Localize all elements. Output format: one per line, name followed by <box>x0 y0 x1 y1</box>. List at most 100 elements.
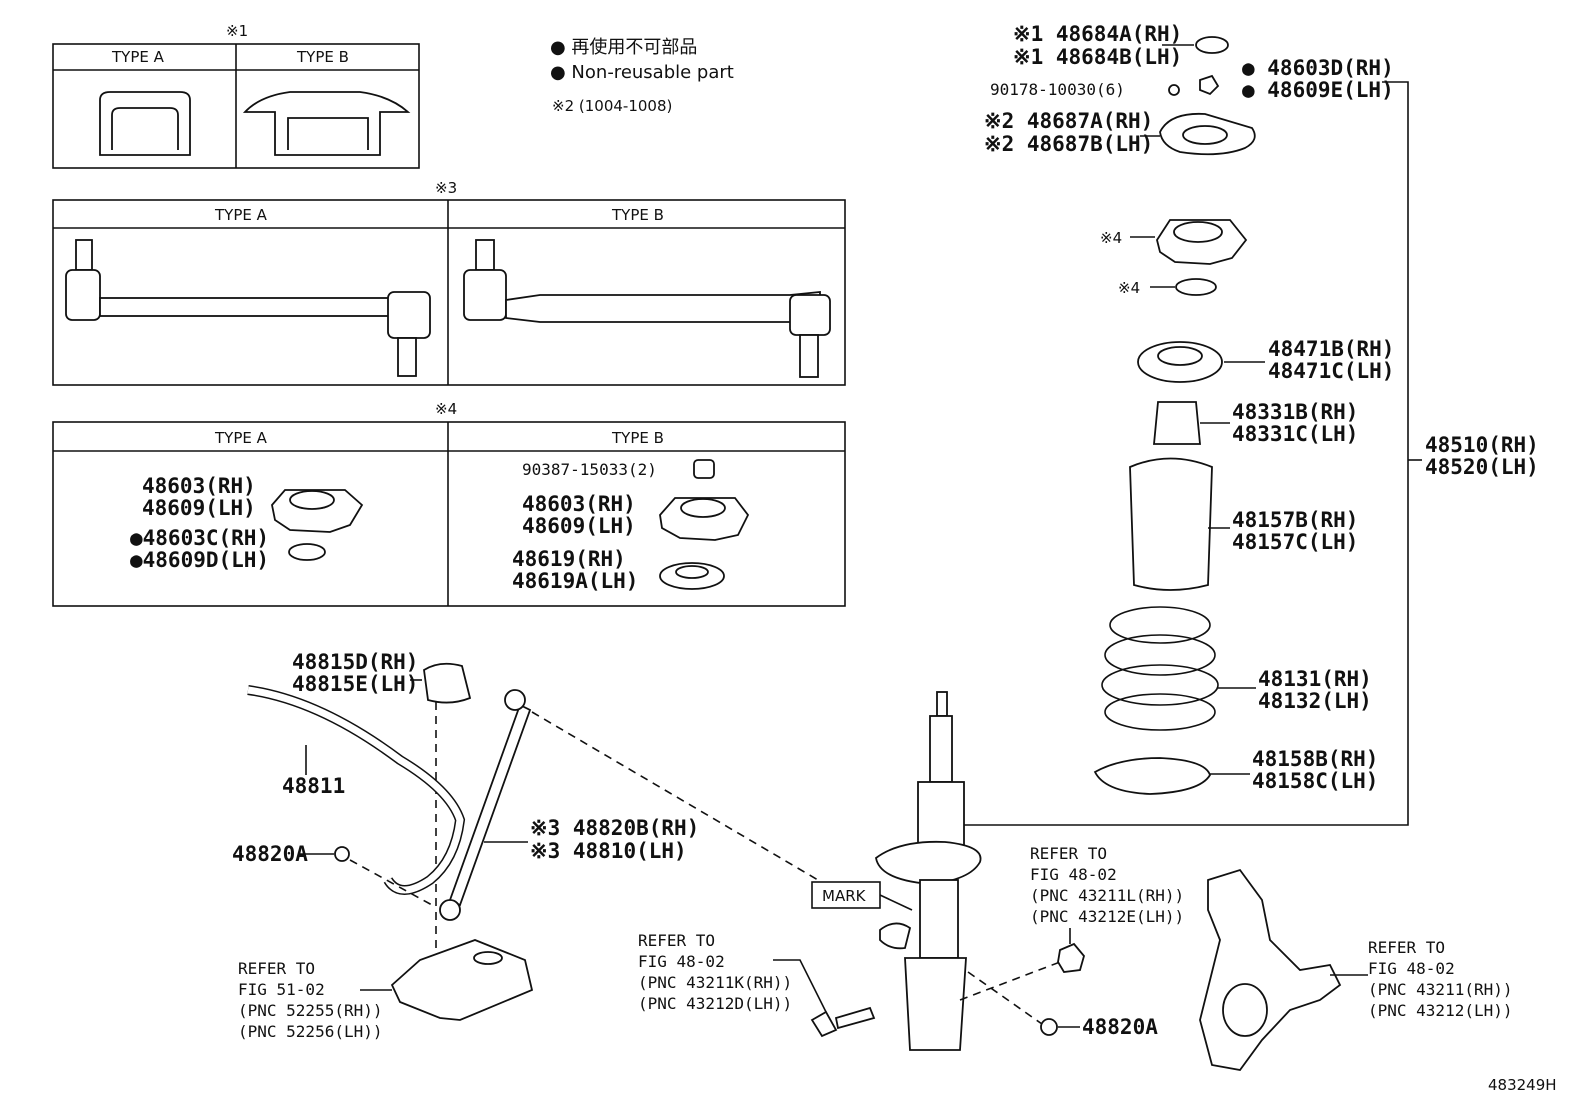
inset4-label-48619: 48619(RH) <box>512 547 626 571</box>
ref4-line2: FIG 48-02 <box>1368 959 1455 978</box>
label-48132: 48132(LH) <box>1258 689 1372 713</box>
ref4-line1: REFER TO <box>1368 938 1445 957</box>
cap-type-a-drawing <box>99 91 191 156</box>
steering-knuckle-drawing <box>1199 868 1342 1071</box>
label-48471c: 48471C(LH) <box>1268 359 1394 383</box>
label-48331b: 48331B(RH) <box>1232 400 1358 424</box>
label-48331c: 48331C(LH) <box>1232 422 1358 446</box>
inset-note1: ※1 TYPE A TYPE B <box>52 22 420 169</box>
label-note4-lower: ※4 <box>1118 279 1140 297</box>
nut-90178-drawing <box>1168 84 1180 96</box>
ref-fig-48-02-nut: REFER TO FIG 48-02 (PNC 43211L(RH)) (PNC… <box>959 844 1184 1001</box>
inset-note1-type-a: TYPE A <box>111 48 165 66</box>
inset4-label-48603-b: 48603(RH) <box>522 492 636 516</box>
boot-drawing <box>1129 457 1213 591</box>
label-48157c: 48157C(LH) <box>1232 530 1358 554</box>
nut-48820a-right-drawing <box>1040 1018 1058 1036</box>
ref1-line1: REFER TO <box>1030 844 1107 863</box>
label-48820a-right: 48820A <box>1082 1015 1158 1039</box>
inset4-label-48609: 48609(LH) <box>142 496 256 520</box>
bushing-drawing <box>423 662 472 704</box>
inset-note3-type-b: TYPE B <box>611 206 664 224</box>
label-48158c: 48158C(LH) <box>1252 769 1378 793</box>
label-48520: 48520(LH) <box>1425 455 1539 479</box>
ref3-line4: (PNC 52256(LH)) <box>238 1022 383 1041</box>
label-48684b: ※1 48684B(LH) <box>1013 45 1182 69</box>
cap-48684-drawing <box>1195 36 1229 54</box>
label-48820b: ※3 48820B(RH) <box>530 816 699 840</box>
inset-note1-title: ※1 <box>226 22 248 40</box>
inset-note4-title: ※4 <box>435 400 457 418</box>
bump-stop-drawing <box>1153 401 1201 445</box>
ref2-line1: REFER TO <box>638 931 715 950</box>
inset4-label-48603c: ●48603C(RH) <box>130 526 269 550</box>
ref1-line3: (PNC 43211L(RH)) <box>1030 886 1184 905</box>
lower-bracket-drawing <box>390 939 534 1021</box>
bolt-drawing <box>810 1010 838 1038</box>
inset4-label-48603: 48603(RH) <box>142 474 256 498</box>
ref-fig-48-02-bolt: REFER TO FIG 48-02 (PNC 43211K(RH)) (PNC… <box>638 931 876 1038</box>
ref4-line4: (PNC 43212(LH)) <box>1368 1001 1513 1020</box>
stabilizer-link-type-a-drawing <box>65 239 431 377</box>
inset-note4-type-b: TYPE B <box>611 429 664 447</box>
diagram-id: 483249H <box>1488 1076 1557 1094</box>
mark-label: MARK <box>822 887 867 905</box>
inset-note3-title: ※3 <box>435 179 457 197</box>
label-90178: 90178-10030(6) <box>990 80 1125 99</box>
inset-note3-type-a: TYPE A <box>214 206 268 224</box>
label-48471b: 48471B(RH) <box>1268 337 1394 361</box>
label-48609e: ● 48609E(LH) <box>1242 78 1394 102</box>
inset4-label-48619a: 48619A(LH) <box>512 569 638 593</box>
spring-insulator-drawing <box>1093 757 1211 795</box>
washer-drawing <box>1175 278 1217 296</box>
label-48158b: 48158B(RH) <box>1252 747 1378 771</box>
nut-43211l-drawing <box>1057 942 1085 973</box>
label-48815e: 48815E(LH) <box>292 672 418 696</box>
stabilizer-link-type-b-drawing <box>463 239 831 378</box>
inset4-label-90387: 90387-15033(2) <box>522 460 657 479</box>
strut-assembly-drawing <box>875 691 982 1051</box>
label-48157b: 48157B(RH) <box>1232 508 1358 532</box>
label-48510: 48510(RH) <box>1425 433 1539 457</box>
strut-upper-parts: ※1 48684A(RH) ※1 48684B(LH) 90178-10030(… <box>952 22 1539 826</box>
nut-48603d-drawing <box>1199 74 1220 96</box>
ref3-line3: (PNC 52255(RH)) <box>238 1001 383 1020</box>
ref-fig-51-02: REFER TO FIG 51-02 (PNC 52255(RH)) (PNC … <box>238 959 383 1041</box>
coil-spring-drawing <box>1101 606 1219 731</box>
label-48603d: ● 48603D(RH) <box>1242 56 1394 80</box>
legend-nonreusable-jp: ● 再使用不可部品 <box>550 37 697 58</box>
label-note4-upper: ※4 <box>1100 229 1122 247</box>
ref1-line2: FIG 48-02 <box>1030 865 1117 884</box>
inset-note4: ※4 TYPE A TYPE B 48603(RH) 48609(LH) ●48… <box>52 400 846 607</box>
legend-nonreusable-en: ● Non-reusable part <box>550 62 734 83</box>
label-48815d: 48815D(RH) <box>292 650 418 674</box>
label-48684a: ※1 48684A(RH) <box>1013 22 1182 46</box>
label-48131: 48131(RH) <box>1258 667 1372 691</box>
nut-48820a-left-drawing <box>334 846 350 862</box>
ref-fig-48-02-knuckle: REFER TO FIG 48-02 (PNC 43211(RH)) (PNC … <box>1368 938 1513 1020</box>
inset-note4-type-a: TYPE A <box>214 429 268 447</box>
legend: ● 再使用不可部品 ● Non-reusable part ※2 (1004-1… <box>550 37 734 115</box>
ref2-line2: FIG 48-02 <box>638 952 725 971</box>
ref2-line3: (PNC 43211K(RH)) <box>638 973 792 992</box>
ref2-line4: (PNC 43212D(LH)) <box>638 994 792 1013</box>
ref3-line1: REFER TO <box>238 959 315 978</box>
label-48820a-left: 48820A <box>232 842 308 866</box>
stabilizer-link-drawing <box>448 703 532 907</box>
label-48687b: ※2 48687B(LH) <box>984 132 1153 156</box>
legend-note2: ※2 (1004-1008) <box>552 97 672 115</box>
ref1-line4: (PNC 43212E(LH)) <box>1030 907 1184 926</box>
inset4-label-48609-b: 48609(LH) <box>522 514 636 538</box>
cap-type-b-drawing <box>242 91 411 156</box>
label-48810: ※3 48810(LH) <box>530 839 687 863</box>
inset-note3: ※3 TYPE A TYPE B <box>52 179 846 386</box>
label-48811: 48811 <box>282 774 345 798</box>
stabilizer-area: 48815D(RH) 48815E(LH) 48811 48820A ※3 48… <box>232 650 819 1021</box>
ref4-line3: (PNC 43211(RH)) <box>1368 980 1513 999</box>
label-48687a: ※2 48687A(RH) <box>984 109 1153 133</box>
inset-note1-type-b: TYPE B <box>296 48 349 66</box>
inset4-label-48609d: ●48609D(LH) <box>130 548 269 572</box>
bearing-ring-a-drawing <box>288 543 326 561</box>
ref3-line2: FIG 51-02 <box>238 980 325 999</box>
